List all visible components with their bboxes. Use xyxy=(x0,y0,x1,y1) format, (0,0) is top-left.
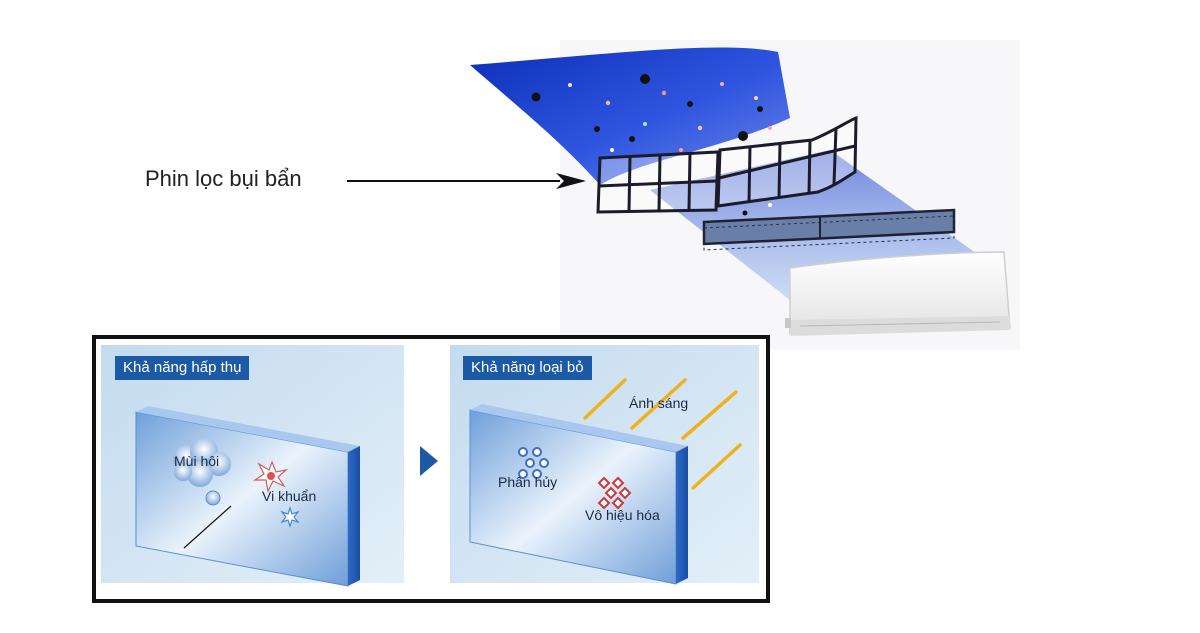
airflow-sheet xyxy=(470,47,790,186)
odor-label: Mùi hôi xyxy=(174,453,220,469)
play-triangle-icon xyxy=(420,446,438,476)
neutralize-diamond-icon xyxy=(597,476,632,510)
dust-filter-label: Phin lọc bụi bẩn xyxy=(145,166,302,191)
remove-title: Khả năng loại bỏ xyxy=(463,356,592,380)
light-label: Ánh sáng xyxy=(629,395,689,411)
ac-unit xyxy=(785,251,1011,336)
absorb-title: Khả năng hấp thụ xyxy=(115,356,250,380)
arrow-right-icon xyxy=(347,173,586,189)
bacteria-label: Vi khuẩn xyxy=(262,488,317,504)
deodorizing-filter xyxy=(702,208,956,251)
panel-remove xyxy=(450,345,759,585)
decompose-label: Phân hủy xyxy=(498,474,558,490)
pointer-line xyxy=(183,505,232,549)
bacteria-star-icon xyxy=(253,460,300,528)
decompose-dots-icon xyxy=(518,447,549,479)
odor-cloud-icon xyxy=(173,438,231,506)
light-rays xyxy=(583,378,742,490)
neutralize-label: Vô hiệu hóa xyxy=(585,507,660,523)
panel-absorb xyxy=(101,345,404,587)
dust-filter xyxy=(596,115,858,214)
